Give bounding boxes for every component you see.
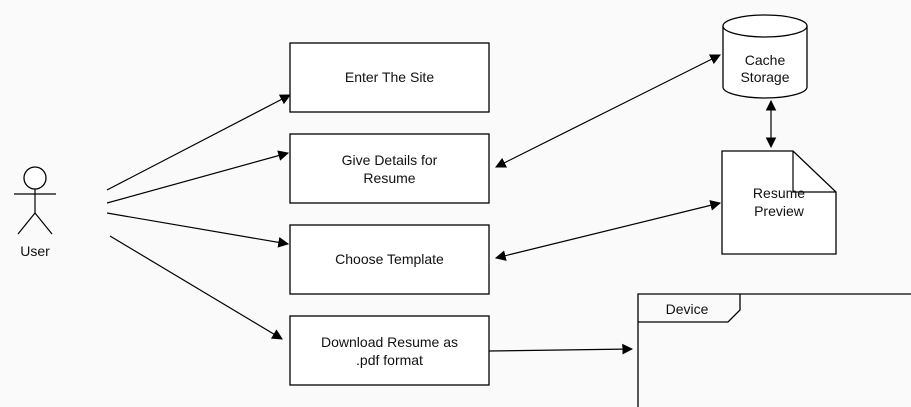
arrow-details-cache bbox=[495, 54, 721, 168]
document-shape bbox=[721, 150, 837, 255]
cylinder-body bbox=[722, 26, 808, 99]
process-download-resume: Download Resume as .pdf format bbox=[289, 315, 490, 386]
actor-label: User bbox=[20, 243, 50, 259]
process-give-details: Give Details for Resume bbox=[289, 133, 490, 204]
process-label: Choose Template bbox=[335, 251, 444, 267]
arrow-user-enter bbox=[106, 94, 291, 191]
process-box bbox=[289, 224, 490, 295]
preview-label-line-1: Resume bbox=[753, 185, 805, 201]
process-label-line-1: Give Details for bbox=[342, 152, 438, 168]
user-actor: User bbox=[14, 166, 56, 259]
process-choose-template: Choose Template bbox=[289, 224, 490, 295]
arrow-download-device bbox=[488, 343, 634, 355]
resume-preview-document: Resume Preview bbox=[721, 150, 837, 255]
device-label: Device bbox=[666, 301, 709, 317]
actor-left-leg bbox=[17, 212, 36, 235]
device-frame: Device bbox=[637, 293, 911, 407]
device-border bbox=[637, 293, 911, 407]
process-box bbox=[289, 42, 490, 113]
cache-label-line-2: Storage bbox=[740, 69, 789, 85]
process-box bbox=[289, 315, 490, 386]
document-fold bbox=[792, 151, 836, 193]
cache-storage-cylinder: Cache Storage bbox=[722, 14, 808, 99]
cache-label-line-1: Cache bbox=[745, 52, 786, 68]
process-box bbox=[289, 133, 490, 204]
preview-label-line-2: Preview bbox=[754, 203, 805, 219]
device-tab bbox=[638, 294, 741, 323]
process-label-line-1: Download Resume as bbox=[321, 334, 458, 350]
process-label-line-2: Resume bbox=[363, 170, 415, 186]
arrow-user-download bbox=[109, 235, 283, 340]
actor-right-leg bbox=[34, 212, 53, 235]
actor-head bbox=[23, 166, 47, 190]
arrow-user-template bbox=[106, 212, 290, 248]
process-label-line-2: .pdf format bbox=[356, 352, 423, 368]
process-enter-site: Enter The Site bbox=[289, 42, 490, 113]
cylinder-top bbox=[722, 14, 808, 38]
arrow-user-details bbox=[106, 150, 290, 204]
arrow-template-preview bbox=[494, 200, 722, 261]
process-label: Enter The Site bbox=[345, 69, 434, 85]
